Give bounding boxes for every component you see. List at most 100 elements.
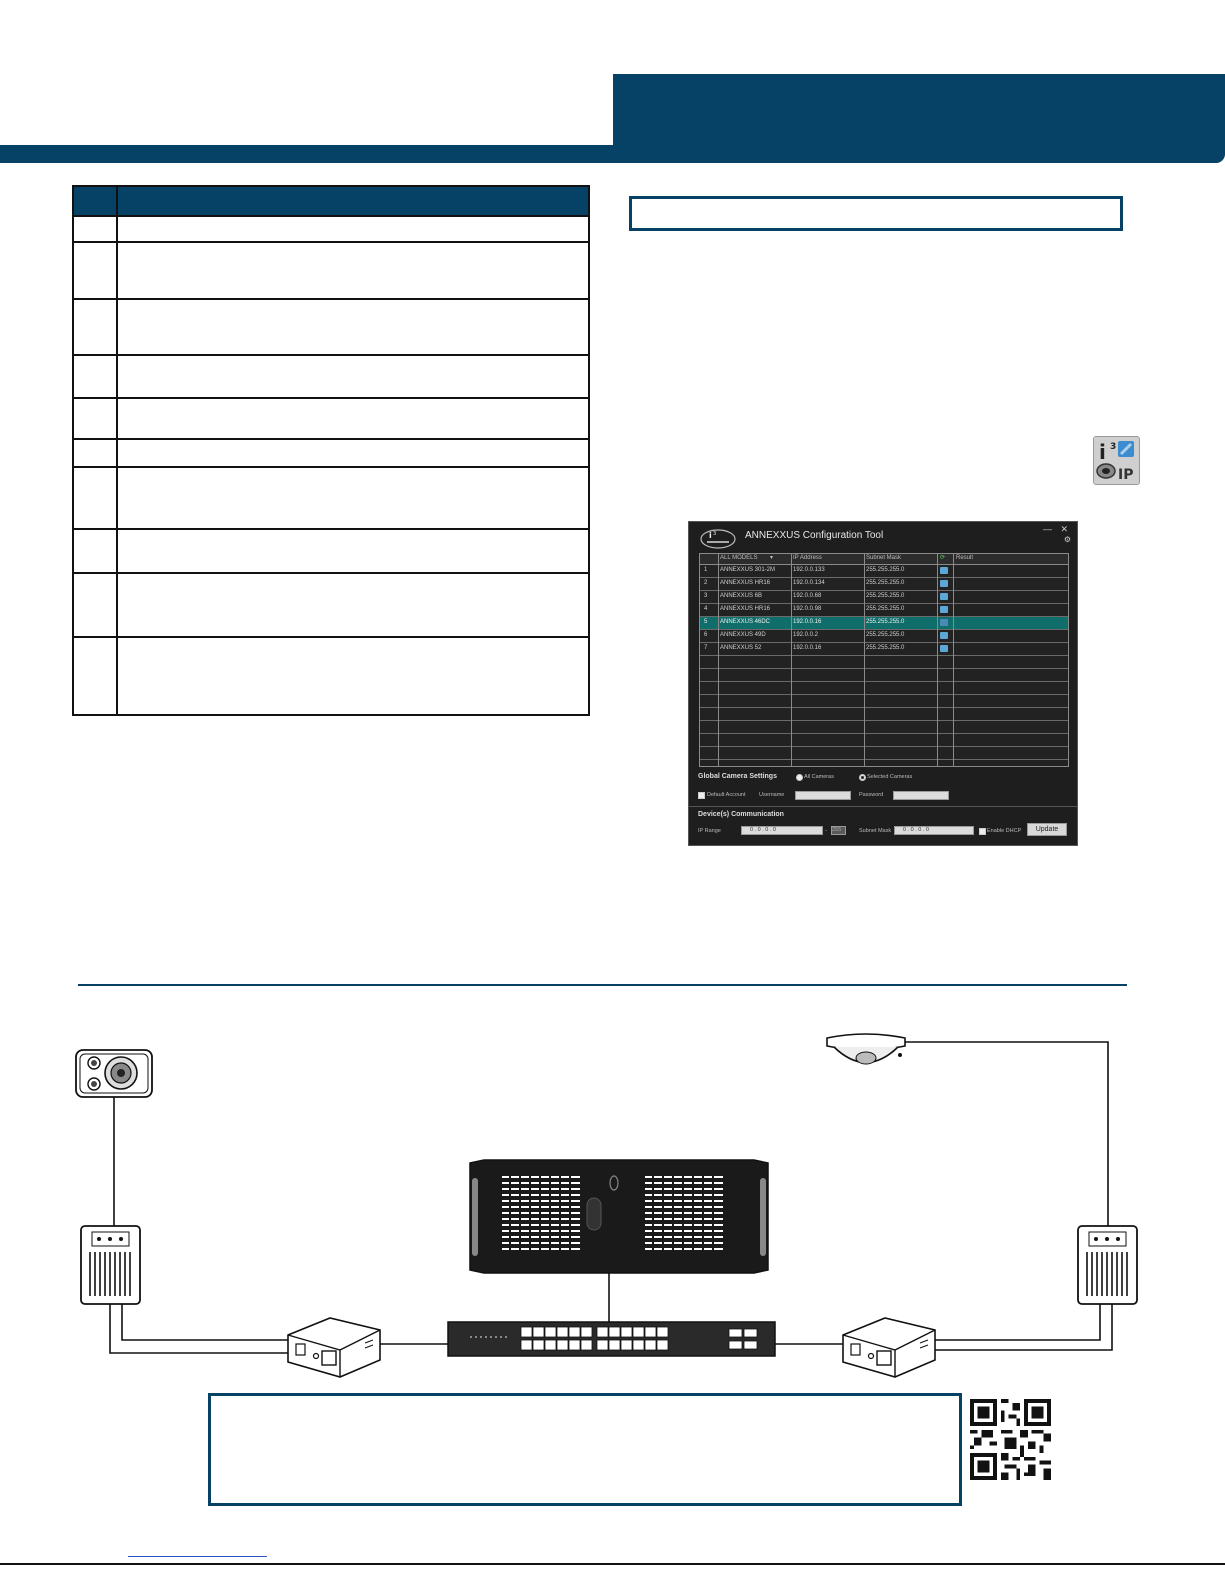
row-number: 3: [704, 593, 708, 599]
row-ip: 192.0.0.16: [793, 619, 822, 625]
column-header-model[interactable]: ALL MODELS: [720, 555, 758, 561]
svg-text:i: i: [709, 531, 712, 540]
ip-range-label: IP Range: [698, 828, 721, 834]
table-row: [74, 572, 588, 574]
section-divider-line: [78, 984, 1127, 986]
row-ip: 192.0.0.2: [793, 632, 819, 638]
camera-icon[interactable]: [940, 567, 948, 574]
camera-icon[interactable]: [940, 593, 948, 600]
all-cameras-radio[interactable]: [796, 774, 803, 781]
network-diagram: [75, 1033, 1138, 1378]
table-row-empty: [700, 682, 1068, 695]
svg-text:i: i: [1099, 440, 1106, 464]
row-ip: 192.0.0.68: [793, 593, 822, 599]
row-mask: 255.255.255.0: [866, 567, 905, 573]
row-model: ANNEXXUS HR16: [720, 580, 771, 586]
refresh-icon[interactable]: ⟳: [940, 555, 946, 561]
window-controls[interactable]: — ✕: [1042, 524, 1071, 534]
row-number: 5: [704, 619, 708, 625]
table-row-empty: [700, 656, 1068, 669]
column-header-mask: Subnet Mask: [866, 555, 902, 561]
camera-icon[interactable]: [940, 606, 948, 613]
row-mask: 255.255.255.0: [866, 619, 905, 625]
header-band: [0, 145, 1225, 163]
row-number: 7: [704, 645, 708, 651]
nvr-server-icon: [469, 1159, 769, 1274]
row-model: ANNEXXUS 46DC: [720, 619, 771, 625]
table-row: [74, 466, 588, 468]
row-model: ANNEXXUS 6B: [720, 593, 763, 599]
table-row[interactable]: 6 ANNEXXUS 49D 192.0.0.2 255.255.255.0: [700, 630, 1068, 643]
table-row[interactable]: 4 ANNEXXUS HR16 192.0.0.98 255.255.255.0: [700, 604, 1068, 617]
row-mask: 255.255.255.0: [866, 593, 905, 599]
network-switch-icon: [447, 1321, 776, 1357]
config-tool-window: i 3 ANNEXXUS Configuration Tool — ✕ ⚙ AL…: [688, 521, 1078, 846]
row-ip: 192.0.0.134: [793, 580, 825, 586]
svg-text:IP: IP: [1118, 467, 1133, 483]
cable-lines: [109, 1041, 1113, 1354]
table-row: [74, 397, 588, 399]
default-account-checkbox[interactable]: [698, 792, 705, 799]
selected-cameras-label: Selected Cameras: [867, 774, 913, 780]
poe-injector-icon: [287, 1317, 381, 1378]
default-account-label: Default Account: [707, 792, 746, 798]
table-row: [74, 438, 588, 440]
spec-table: [72, 185, 590, 716]
all-cameras-label: All Cameras: [804, 774, 834, 780]
table-row-empty: [700, 734, 1068, 747]
qr-code-icon[interactable]: [970, 1399, 1051, 1480]
password-field[interactable]: [893, 791, 949, 800]
column-header-result: Result: [956, 555, 974, 561]
row-mask: 255.255.255.0: [866, 645, 905, 651]
row-model: ANNEXXUS 52: [720, 645, 762, 651]
column-header-ip: IP Address: [793, 555, 822, 561]
table-row-empty: [700, 669, 1068, 682]
camera-icon[interactable]: [940, 632, 948, 639]
table-row: [74, 354, 588, 356]
row-number: 1: [704, 567, 708, 573]
i3-ip-app-icon[interactable]: i 3 IP: [1093, 436, 1140, 485]
svg-text:3: 3: [1110, 442, 1116, 452]
camera-icon[interactable]: [940, 645, 948, 652]
table-row[interactable]: 7 ANNEXXUS 52 192.0.0.16 255.255.255.0: [700, 643, 1068, 656]
bullet-camera-icon: [75, 1049, 153, 1098]
subnet-mask-label: Subnet Mask: [859, 828, 892, 834]
info-box: [208, 1393, 962, 1506]
grid-header: ALL MODELS ▾ IP Address Subnet Mask ⟳ Re…: [700, 554, 1068, 565]
enable-dhcp-label: Enable DHCP: [987, 828, 1022, 834]
username-field[interactable]: [795, 791, 851, 800]
table-row-empty: [700, 721, 1068, 734]
table-row-empty: [700, 747, 1068, 760]
table-row[interactable]: 3 ANNEXXUS 6B 192.0.0.68 255.255.255.0: [700, 591, 1068, 604]
row-model: ANNEXXUS 301-2M: [720, 567, 776, 573]
table-row-empty: [700, 695, 1068, 708]
row-ip: 192.0.0.133: [793, 567, 825, 573]
row-model: ANNEXXUS HR16: [720, 606, 771, 612]
row-model: ANNEXXUS 49D: [720, 632, 766, 638]
update-button[interactable]: Update: [1027, 823, 1067, 836]
username-label: Username: [759, 792, 785, 798]
table-row[interactable]: 1 ANNEXXUS 301-2M 192.0.0.133 255.255.25…: [700, 565, 1068, 578]
table-row-empty: [700, 708, 1068, 721]
range-dash: -: [825, 828, 827, 834]
row-number: 4: [704, 606, 708, 612]
grid-column-line: [937, 554, 938, 766]
enable-dhcp-checkbox[interactable]: [979, 828, 986, 835]
grid-column-line: [864, 554, 865, 766]
subnet-mask-field[interactable]: 0 . 0 . 0 . 0: [894, 826, 974, 835]
camera-icon[interactable]: [940, 619, 948, 626]
gear-icon[interactable]: ⚙: [1063, 535, 1071, 544]
ip-range-start-field[interactable]: 0 . 0 . 0 . 0: [741, 826, 823, 835]
ip-range-end-field[interactable]: 255: [831, 826, 846, 835]
camera-icon[interactable]: [940, 580, 948, 587]
grid-column-line: [953, 554, 954, 766]
table-row[interactable]: 2 ANNEXXUS HR16 192.0.0.134 255.255.255.…: [700, 578, 1068, 591]
footer-link-underline[interactable]: [128, 1556, 267, 1557]
selected-cameras-radio[interactable]: [859, 774, 866, 781]
poe-injector-icon: [842, 1317, 936, 1378]
row-mask: 255.255.255.0: [866, 580, 905, 586]
table-row-selected[interactable]: 5 ANNEXXUS 46DC 192.0.0.16 255.255.255.0: [700, 617, 1068, 630]
row-number: 6: [704, 632, 708, 638]
table-row: [74, 298, 588, 300]
chevron-down-icon[interactable]: ▾: [770, 555, 774, 561]
